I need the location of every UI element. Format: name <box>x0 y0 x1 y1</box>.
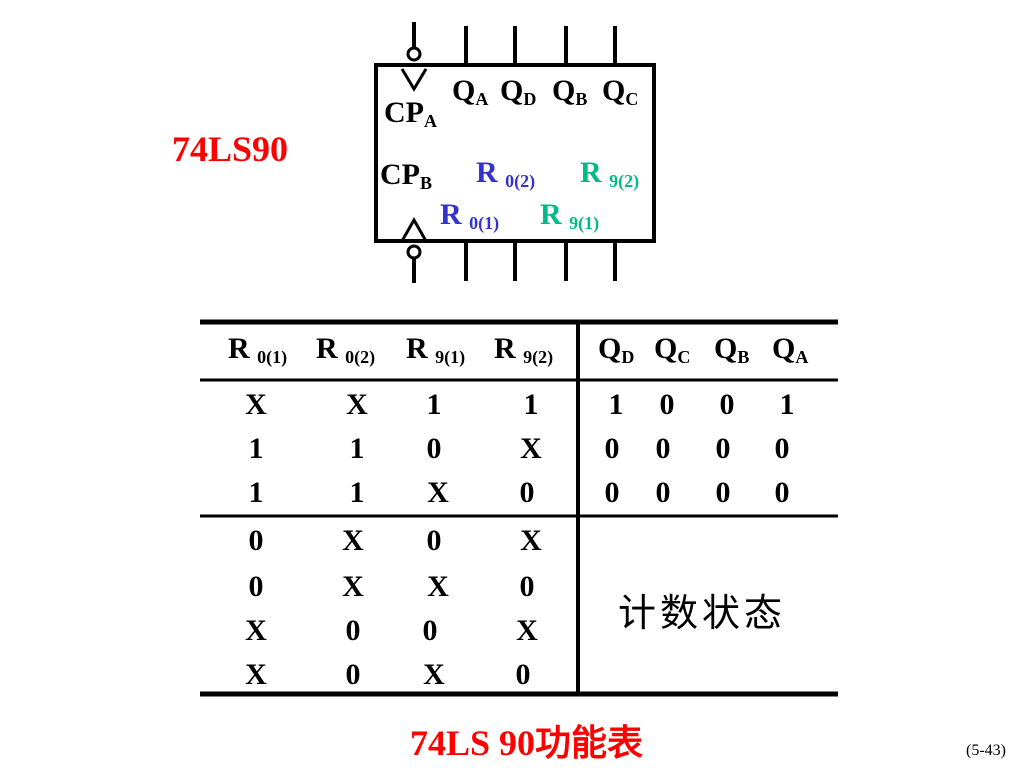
pin-label-r92: R 9(2) <box>580 156 640 191</box>
pin-label-qc: QC <box>602 74 639 109</box>
page-number: (5-43) <box>966 742 1006 759</box>
header-r91: R 9(1) <box>406 332 466 367</box>
cpa-inversion-bubble <box>406 46 422 62</box>
header-r92: R 9(2) <box>494 332 554 367</box>
cell-r01: 1 <box>248 432 264 465</box>
cell-r02: X <box>346 388 368 421</box>
header-r01: R 0(1) <box>228 332 288 367</box>
cell-r91: 1 <box>426 388 442 421</box>
pin-label-cpa: CPA <box>384 96 437 131</box>
cell-r92: X <box>520 524 542 557</box>
pin-label-qd: QD <box>500 74 537 109</box>
cell-r92: 0 <box>519 570 535 603</box>
cell-qb: 0 <box>715 432 731 465</box>
cpb-inversion-bubble <box>406 244 422 260</box>
cell-r91: X <box>427 476 449 509</box>
table-caption: 74LS 90功能表 <box>410 723 644 763</box>
pin-label-qa: QA <box>452 74 489 109</box>
cell-r92: 0 <box>519 476 535 509</box>
cell-r91: X <box>423 658 445 691</box>
cell-r01: X <box>245 388 267 421</box>
cell-qc: 0 <box>655 476 671 509</box>
header-qb: QB <box>714 332 750 367</box>
cell-r02: X <box>342 570 364 603</box>
cell-r91: 0 <box>426 524 442 557</box>
header-r02: R 0(2) <box>316 332 376 367</box>
cell-r02: 0 <box>345 658 361 691</box>
cell-r02: X <box>342 524 364 557</box>
pin-label-r02: R 0(2) <box>476 156 536 191</box>
cell-qa: 1 <box>779 388 795 421</box>
cpb-clock-wedge <box>400 216 428 242</box>
cell-qa: 0 <box>774 432 790 465</box>
cell-r01: X <box>245 658 267 691</box>
cell-qa: 0 <box>774 476 790 509</box>
cell-r92: 1 <box>523 388 539 421</box>
cell-qd: 0 <box>604 432 620 465</box>
header-qd: QD <box>598 332 635 367</box>
cell-r91: 0 <box>422 614 438 647</box>
cell-qd: 0 <box>604 476 620 509</box>
header-qa: QA <box>772 332 809 367</box>
cell-r01: 0 <box>248 524 264 557</box>
cell-r92: X <box>516 614 538 647</box>
header-qc: QC <box>654 332 691 367</box>
cell-r02: 1 <box>349 432 365 465</box>
pin-label-cpb: CPB <box>380 158 433 193</box>
cell-qc: 0 <box>659 388 675 421</box>
cell-qb: 0 <box>719 388 735 421</box>
cell-r91: 0 <box>426 432 442 465</box>
cell-r01: X <box>245 614 267 647</box>
cell-qd: 1 <box>608 388 624 421</box>
cell-r92: X <box>520 432 542 465</box>
cell-qc: 0 <box>655 432 671 465</box>
cell-r92: 0 <box>515 658 531 691</box>
chip-name-label: 74LS90 <box>172 129 289 169</box>
pin-label-r91: R 9(1) <box>540 198 600 233</box>
cell-r02: 1 <box>349 476 365 509</box>
count-state-label: 计数状态 <box>618 591 787 635</box>
pin-label-r01: R 0(1) <box>440 198 500 233</box>
cell-qb: 0 <box>715 476 731 509</box>
cell-r01: 0 <box>248 570 264 603</box>
cell-r91: X <box>427 570 449 603</box>
pin-label-qb: QB <box>552 74 588 109</box>
cpa-clock-wedge <box>400 68 428 92</box>
cell-r02: 0 <box>345 614 361 647</box>
cell-r01: 1 <box>248 476 264 509</box>
